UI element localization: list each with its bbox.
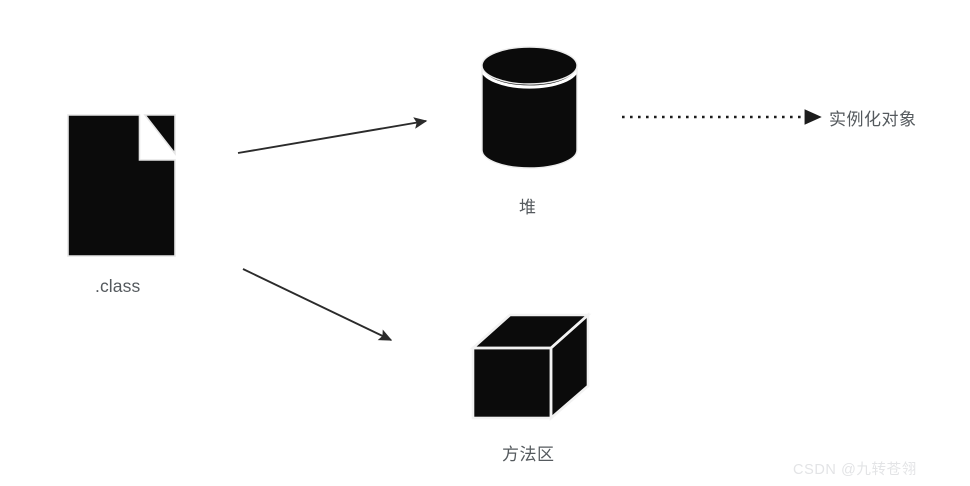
label-instance-object: 实例化对象 <box>829 110 917 129</box>
label-heap: 堆 <box>519 198 537 217</box>
arrow-class-to-heap <box>237 117 428 154</box>
cylinder-icon <box>480 46 579 169</box>
arrow-class-to-method-area <box>242 268 393 341</box>
file-document-icon <box>67 114 176 257</box>
label-class-file: .class <box>95 276 141 296</box>
cube-icon <box>469 312 592 421</box>
csdn-watermark: CSDN @九转苍翎 <box>793 462 917 478</box>
label-method-area: 方法区 <box>502 445 555 464</box>
